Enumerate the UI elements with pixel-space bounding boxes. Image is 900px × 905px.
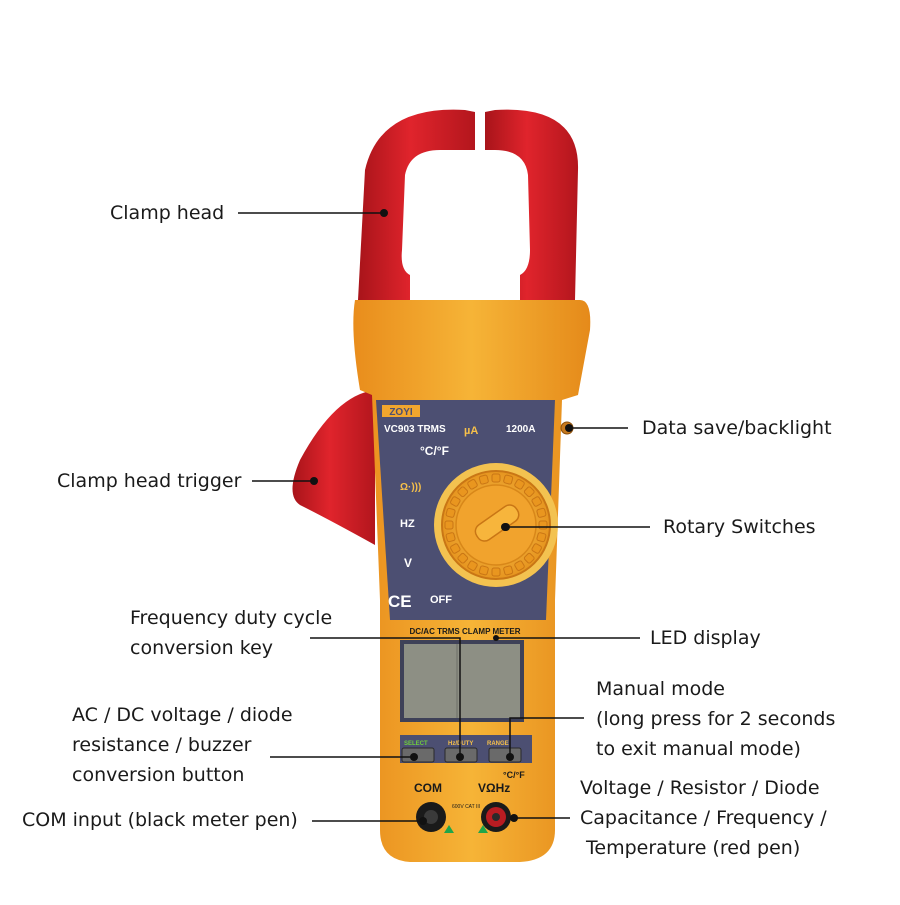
callout-volt-line2: Capacitance / Frequency / bbox=[580, 807, 827, 829]
dot-select bbox=[410, 753, 418, 761]
dot-manual bbox=[506, 753, 514, 761]
hz-label: HZ bbox=[400, 518, 415, 530]
callout-clamp-head: Clamp head bbox=[110, 202, 225, 224]
knob-tooth bbox=[514, 560, 525, 571]
lcd-reflection bbox=[456, 644, 458, 718]
brand-text: ZOYI bbox=[389, 407, 413, 418]
leader-manual bbox=[509, 717, 584, 757]
callout-volt-line3: Temperature (red pen) bbox=[580, 837, 801, 859]
volt-label: V bbox=[404, 556, 412, 570]
leader-lines bbox=[238, 212, 650, 822]
knob-tooth bbox=[445, 507, 456, 518]
knob-tooth bbox=[478, 565, 489, 576]
knob-tooth bbox=[491, 567, 501, 577]
rotary-switch-teeth bbox=[444, 473, 548, 577]
lcd-display bbox=[404, 644, 520, 718]
knob-tooth bbox=[531, 543, 542, 554]
knob-tooth bbox=[536, 532, 547, 543]
warning-icon-2 bbox=[478, 825, 488, 833]
knob-tooth bbox=[445, 532, 456, 543]
knob-tooth bbox=[478, 474, 489, 485]
red-input-jack-core bbox=[492, 813, 500, 821]
input-label: VΩHz bbox=[478, 781, 510, 795]
callout-trigger: Clamp head trigger bbox=[57, 470, 242, 492]
callout-manual: Manual mode (long press for 2 seconds to… bbox=[596, 674, 835, 764]
panel-title: DC/AC TRMS CLAMP METER bbox=[410, 627, 521, 636]
knob-tooth bbox=[503, 565, 514, 576]
callout-led: LED display bbox=[650, 627, 761, 649]
dot-com bbox=[419, 817, 427, 825]
knob-tooth bbox=[538, 520, 548, 530]
dot-freq bbox=[456, 753, 464, 761]
com-jack-inner bbox=[424, 810, 438, 824]
callout-data-save: Data save/backlight bbox=[642, 417, 832, 439]
callout-acdc-line2: resistance / buzzer bbox=[72, 734, 252, 756]
callout-red-input: Voltage / Resistor / Diode Capacitance /… bbox=[580, 773, 827, 863]
callout-manual-line1: Manual mode bbox=[596, 678, 725, 700]
diode-label: Ω·))) bbox=[400, 482, 421, 493]
dot-trigger bbox=[310, 477, 318, 485]
knob-tooth bbox=[457, 552, 469, 564]
ua-label: µA bbox=[464, 425, 478, 437]
knob-tooth bbox=[467, 479, 478, 490]
com-label: COM bbox=[414, 781, 442, 795]
knob-tooth bbox=[457, 486, 469, 498]
temp-label: °C/°F bbox=[420, 444, 449, 458]
clamp-head bbox=[357, 109, 475, 346]
dot-red bbox=[510, 814, 518, 822]
dot-save bbox=[565, 424, 573, 432]
input-sub-label: °C/°F bbox=[503, 770, 525, 780]
model-text: VC903 TRMS bbox=[384, 424, 446, 435]
knob-tooth bbox=[450, 543, 461, 554]
rotary-switch-grip bbox=[474, 504, 520, 542]
com-rating: 600V CAT III bbox=[452, 804, 480, 810]
select-label: SELECT bbox=[404, 741, 428, 747]
dot-clamp bbox=[380, 209, 388, 217]
ce-mark: CE bbox=[388, 592, 412, 611]
callout-freq-line2: conversion key bbox=[130, 637, 274, 659]
callout-rotary: Rotary Switches bbox=[663, 516, 816, 538]
clamp-head-trigger bbox=[292, 390, 375, 545]
select-button[interactable] bbox=[401, 747, 435, 763]
knob-tooth bbox=[491, 473, 501, 483]
callout-acdc-line3: conversion button bbox=[72, 764, 245, 786]
knob-tooth bbox=[450, 496, 461, 507]
clamp-head-right bbox=[485, 109, 579, 346]
callout-manual-line2: (long press for 2 seconds bbox=[596, 708, 836, 730]
callout-freq-line1: Frequency duty cycle bbox=[130, 607, 333, 629]
callout-acdc-line1: AC / DC voltage / diode bbox=[72, 704, 293, 726]
range-label: RANGE bbox=[487, 741, 509, 747]
knob-tooth bbox=[444, 520, 454, 530]
range-button[interactable] bbox=[488, 747, 522, 763]
knob-tooth bbox=[536, 507, 547, 518]
knob-tooth bbox=[523, 552, 535, 564]
knob-tooth bbox=[467, 560, 478, 571]
off-label: OFF bbox=[430, 594, 452, 606]
knob-tooth bbox=[523, 486, 535, 498]
leader-freq-key bbox=[310, 637, 461, 757]
callout-com-input: COM input (black meter pen) bbox=[22, 809, 298, 831]
warning-icon bbox=[444, 825, 454, 833]
leader-dots bbox=[310, 209, 573, 825]
callout-freq: Frequency duty cycle conversion key bbox=[130, 603, 332, 663]
callout-volt-line1: Voltage / Resistor / Diode bbox=[580, 777, 820, 799]
knob-tooth bbox=[531, 496, 542, 507]
dot-rotary bbox=[501, 523, 509, 531]
brand-badge bbox=[382, 405, 420, 417]
amp-label: 1200A bbox=[506, 424, 535, 435]
dot-led bbox=[493, 635, 499, 641]
knob-tooth bbox=[514, 479, 525, 490]
knob-tooth bbox=[503, 474, 514, 485]
callout-acdc: AC / DC voltage / diode resistance / buz… bbox=[72, 700, 293, 790]
callout-manual-line3: to exit manual mode) bbox=[596, 738, 801, 760]
